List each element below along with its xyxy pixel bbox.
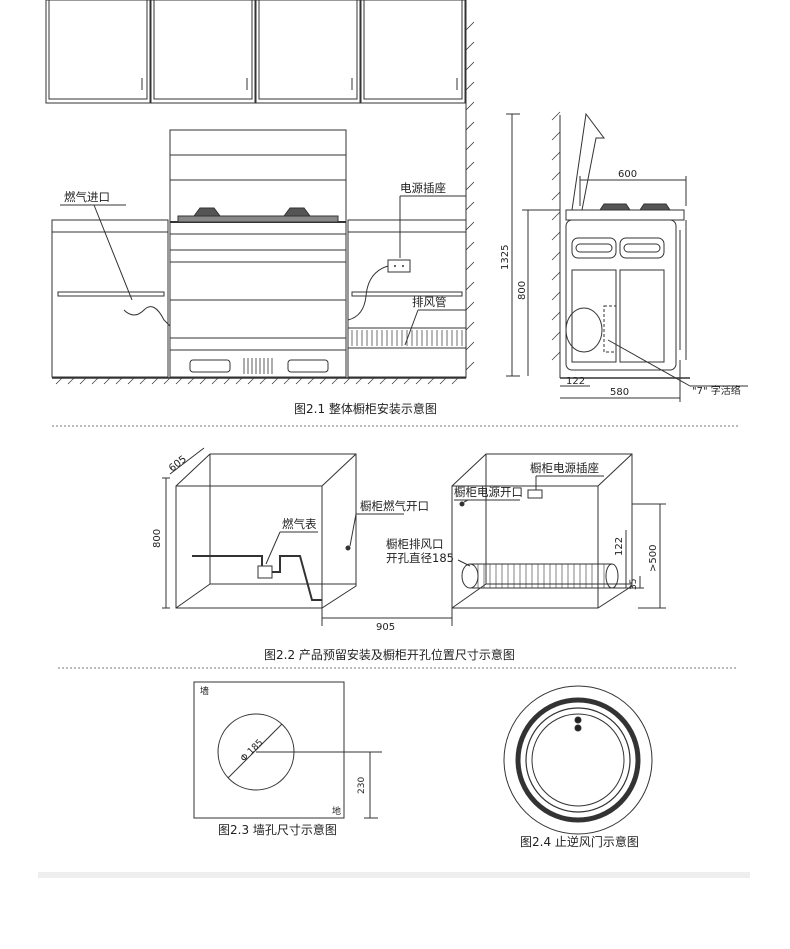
label-floor: 地 [332, 805, 341, 817]
power-cable [347, 265, 389, 321]
label-power-socket-fig2: 橱柜电源插座 [530, 461, 599, 475]
figure-2-2 [162, 447, 666, 626]
label-exhaust-pipe: 排风管 [412, 295, 447, 309]
caption-fig-2-2: 图2.2 产品预留安装及橱柜开孔位置尺寸示意图 [264, 647, 515, 662]
dim-35: 35 [629, 579, 639, 590]
dim-905: 905 [376, 622, 395, 633]
dim-122-fig2: 122 [614, 537, 625, 556]
figure-2-4 [503, 685, 653, 835]
label-hole-diameter: 开孔直径185 [386, 551, 454, 565]
label-power-socket: 电源插座 [400, 181, 446, 195]
counter-right [347, 219, 467, 378]
dim-800: 800 [517, 281, 528, 300]
dim-122: 122 [566, 376, 585, 387]
label-gas-inlet: 燃气进口 [64, 190, 110, 204]
label-7-hose: "7" 字活络 [692, 384, 741, 397]
floor-line [52, 377, 466, 385]
caption-fig-2-4: 图2.4 止逆风门示意图 [520, 834, 639, 849]
label-exhaust-opening: 橱柜排风口 [386, 537, 444, 551]
side-view [506, 111, 748, 402]
gas-hose [123, 306, 171, 327]
figure-2-3 [193, 681, 382, 819]
label-gas-opening: 橱柜燃气开口 [360, 499, 429, 513]
dim-580: 580 [610, 387, 629, 398]
dim-gt500: >500 [648, 545, 659, 572]
label-gas-meter: 燃气表 [282, 517, 317, 531]
wall-cabinets [45, 0, 466, 104]
dim-diameter: Φ 185 [239, 738, 265, 764]
wall-hatching [465, 0, 475, 378]
power-socket-box [387, 259, 411, 273]
dim-1325: 1325 [500, 245, 511, 270]
dim-800-fig2: 800 [152, 529, 163, 548]
caption-fig-2-1: 图2.1 整体橱柜安装示意图 [294, 401, 437, 416]
footer-band [38, 872, 750, 878]
counter-left [51, 219, 169, 378]
dim-230: 230 [357, 777, 367, 794]
dim-605: 605 [167, 454, 189, 474]
dim-600: 600 [618, 169, 637, 180]
figure-2-1 [45, 0, 475, 385]
caption-fig-2-3: 图2.3 墙孔尺寸示意图 [218, 822, 337, 837]
integrated-stove-unit [169, 129, 347, 378]
label-power-opening: 橱柜电源开口 [454, 485, 523, 499]
label-wall: 墙 [200, 685, 209, 697]
